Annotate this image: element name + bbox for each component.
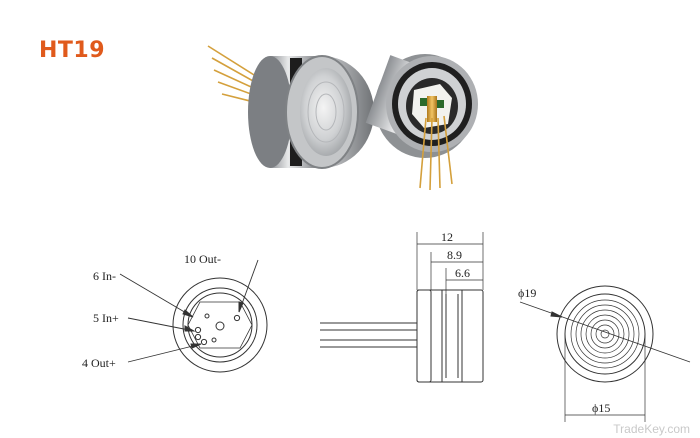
sensor-front — [248, 55, 374, 169]
dim-length-2: 8.9 — [447, 248, 462, 262]
label-pin10: 10 Out- — [184, 252, 221, 266]
gold-pins-right — [419, 115, 453, 191]
dim-outer-diameter: ϕ19 — [518, 286, 536, 300]
product-photo-front — [207, 45, 478, 191]
leader-pin6 — [119, 273, 194, 318]
diaphragm-view — [519, 285, 691, 422]
label-pin5: 5 In+ — [93, 311, 119, 325]
sensor-back — [365, 54, 478, 158]
label-pin4: 4 Out+ — [82, 356, 116, 370]
label-pin6: 6 In- — [93, 269, 116, 283]
dim-diaphragm-diameter: ϕ15 — [592, 401, 610, 415]
dim-length-3: 6.6 — [455, 266, 470, 280]
product-title: HT19 — [39, 38, 106, 63]
pinout-view — [119, 259, 268, 373]
technical-drawing: 6 In- 10 Out- 5 In+ 4 Out+ 12 8.9 6.6 — [82, 230, 691, 422]
leader-pin5 — [127, 317, 195, 332]
leader-pin4 — [127, 343, 202, 363]
dim-total-length: 12 — [441, 230, 453, 244]
watermark: TradeKey.com — [613, 422, 690, 436]
side-view — [320, 232, 484, 383]
